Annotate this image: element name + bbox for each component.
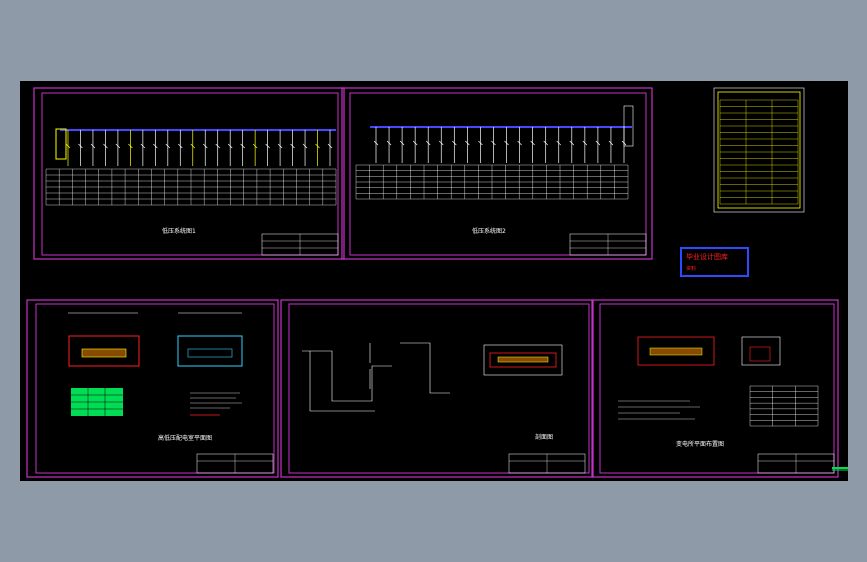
sheet-title-2: 低压系统图2 bbox=[472, 227, 506, 235]
equipment-table-sheet[interactable] bbox=[713, 87, 805, 213]
transformer-symbol bbox=[55, 128, 67, 160]
library-stamp: 毕业设计图库 资料 bbox=[680, 247, 749, 277]
room-outline-2 bbox=[177, 335, 243, 367]
section-detail-left bbox=[302, 342, 450, 412]
red-section-frame bbox=[489, 352, 557, 368]
sheet-title-5: 变电所平面布置图 bbox=[676, 440, 724, 448]
sheet-title-4: 剖面图 bbox=[535, 433, 553, 441]
cad-drawing-canvas[interactable]: 低压系统图1 低压系统图2 毕业设计图库 资料 bbox=[20, 81, 867, 481]
sheet-lv-system-2[interactable]: 低压系统图2 bbox=[341, 87, 653, 260]
ucs-axis-icon bbox=[832, 467, 867, 471]
sheet-substation-plan[interactable]: 高低压配电室平面图 bbox=[26, 299, 279, 478]
sheet-lv-system-1[interactable]: 低压系统图1 bbox=[33, 87, 345, 260]
room-outline-3 bbox=[637, 336, 715, 366]
room-outline bbox=[68, 335, 140, 367]
stamp-line-2: 资料 bbox=[686, 265, 696, 272]
sheet-title-3: 高低压配电室平面图 bbox=[158, 434, 212, 442]
stamp-line-1: 毕业设计图库 bbox=[686, 252, 728, 261]
sheet-section-views[interactable]: 剖面图 bbox=[280, 299, 594, 478]
sheet-title-1: 低压系统图1 bbox=[162, 227, 196, 235]
sheet-substation-layout[interactable]: 变电所平面布置图 bbox=[591, 299, 839, 478]
switchgear-row bbox=[81, 348, 127, 358]
cad-drawing: 低压系统图1 低压系统图2 毕业设计图库 资料 bbox=[26, 87, 867, 478]
